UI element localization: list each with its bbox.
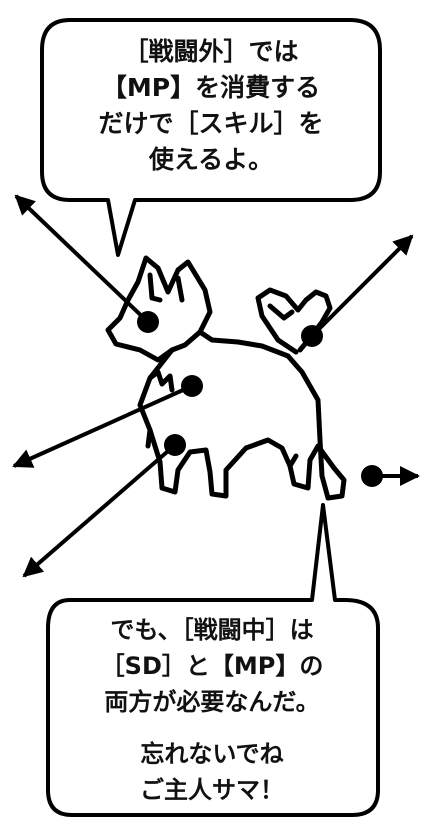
bottom-bubble-line: 両方が必要なんだ。 [104, 688, 320, 716]
bottom-bubble-line: ご主人サマ！ [140, 776, 284, 804]
top-bubble-line: 【MP】を消費する [101, 73, 321, 102]
bottom-speech-bubble [46, 503, 380, 817]
marker-dot [137, 311, 159, 333]
pointer-arrows [12, 194, 420, 578]
top-bubble-text: ［戦闘外］では 【MP】を消費する だけで［スキル］を 使えるよ。 [44, 34, 378, 178]
marker-dot [361, 465, 383, 487]
top-bubble-line: ［戦闘外］では [123, 37, 299, 66]
marker-dot [164, 434, 186, 456]
markers [137, 311, 383, 487]
bottom-bubble-line: 忘れないでね [140, 740, 284, 768]
marker-dot [301, 325, 323, 347]
bottom-bubble-line: ［SD］と【MP】の [100, 652, 324, 680]
bottom-bubble-line: でも、［戦闘中］は [110, 616, 314, 644]
top-bubble-line: 使えるよ。 [148, 145, 274, 174]
line-gap [46, 720, 378, 736]
bottom-bubble-text: でも、［戦闘中］は ［SD］と【MP】の 両方が必要なんだ。 忘れないでね ご主… [46, 612, 378, 808]
top-speech-bubble [40, 18, 382, 257]
marker-dot [181, 375, 203, 397]
dog-illustration [105, 255, 347, 501]
top-bubble-line: だけで［スキル］を [98, 109, 324, 138]
